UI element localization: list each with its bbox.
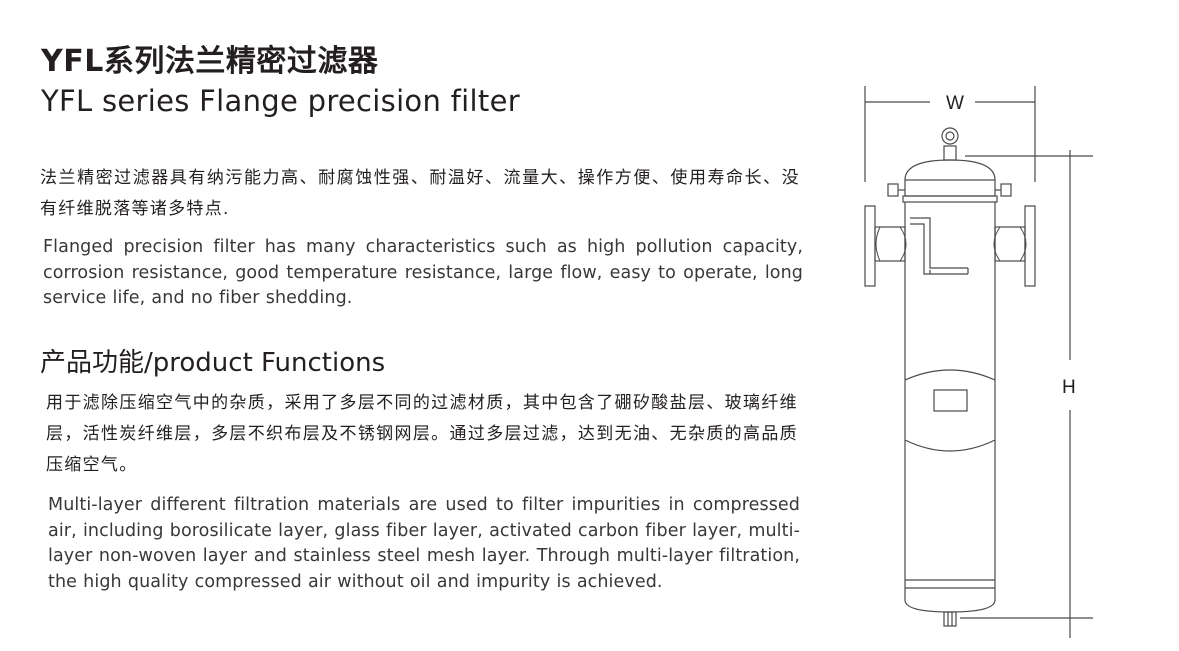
functions-text-en: Multi-layer different filtration materia… <box>48 495 800 592</box>
width-label: W <box>946 93 964 114</box>
functions-section-title: 产品功能/product Functions <box>40 348 386 378</box>
intro-text-cn: 法兰精密过滤器具有纳污能力高、耐腐蚀性强、耐温好、流量大、操作方便、使用寿命长、… <box>40 168 800 219</box>
page-title-en: YFL series Flange precision filter <box>41 84 520 118</box>
outlet-flange <box>993 205 1036 287</box>
filter-head <box>887 159 1012 203</box>
page-title-cn: YFL系列法兰精密过滤器 <box>41 44 379 79</box>
inlet-flange <box>864 205 907 287</box>
lifting-eye-icon <box>941 127 959 161</box>
width-dimension: W <box>864 86 1036 182</box>
height-label: H <box>1062 377 1076 398</box>
filter-dimension-drawing: W H <box>864 86 1093 638</box>
functions-text-cn: 用于滤除压缩空气中的杂质，采用了多层不同的过滤材质，其中包含了硼矽酸盐层、玻璃纤… <box>46 393 798 475</box>
intro-text-en: Flanged precision filter has many charac… <box>43 237 803 308</box>
internal-tube <box>910 217 969 275</box>
filter-body <box>904 202 996 627</box>
nameplate <box>904 369 996 452</box>
height-dimension: H <box>960 150 1093 638</box>
